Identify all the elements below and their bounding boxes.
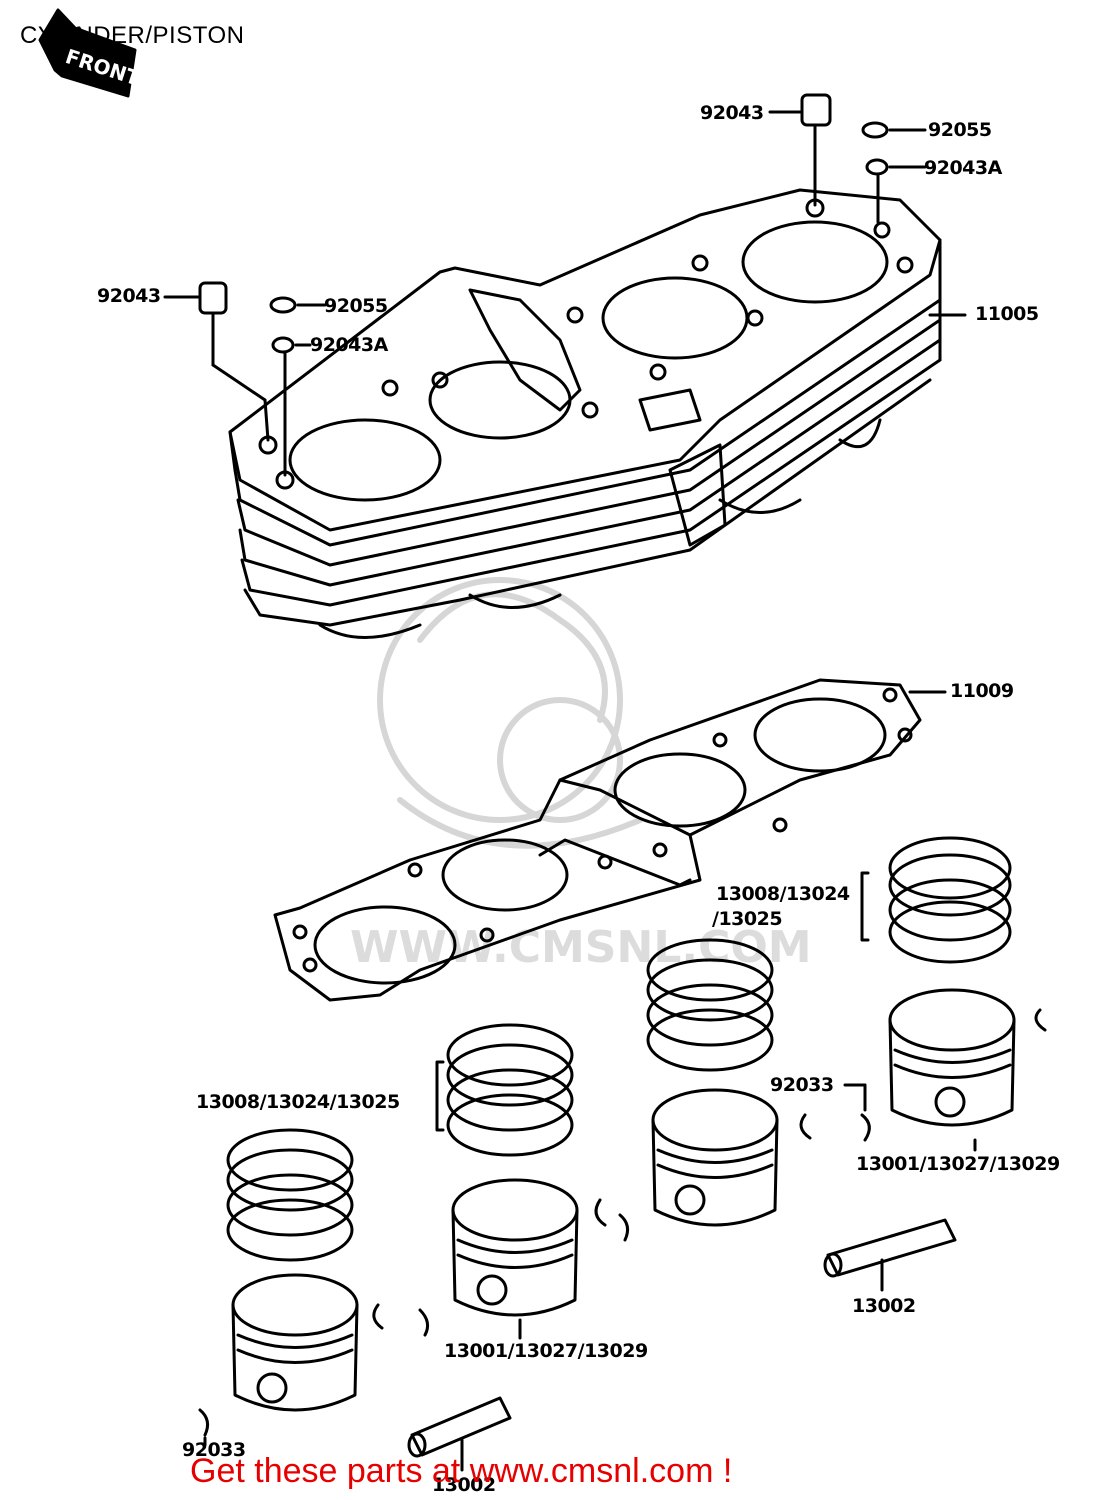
- label-clip-left: 92033: [182, 1439, 246, 1461]
- watermark-logo: WWW.CMSNL.COM: [350, 577, 812, 973]
- head-gasket: [273, 678, 947, 1002]
- pistons: [231, 988, 1016, 1412]
- piston-center: [651, 1088, 779, 1227]
- label-piston-right: 13001/13027/13029: [856, 1153, 1060, 1175]
- label-rings-right-2: /13025: [712, 908, 783, 930]
- page-title: CYLINDER/PISTON: [20, 22, 245, 49]
- label-washer-right: 92055: [928, 119, 992, 141]
- label-clip-mid: 92033: [770, 1074, 834, 1096]
- label-cap-right: 92043A: [924, 157, 1002, 179]
- label-pin-right: 13002: [852, 1295, 916, 1317]
- piston-mid: [451, 1178, 579, 1317]
- ring-set-right: [860, 836, 1012, 964]
- cylinder-block: [228, 188, 942, 639]
- cylinder-fasteners: [163, 93, 967, 477]
- ring-set-mid: [435, 1023, 574, 1157]
- label-bolt-left: 92043: [97, 285, 161, 307]
- label-cylinder: 11005: [975, 303, 1039, 325]
- pin-right: [823, 1218, 957, 1292]
- label-pin-left: 13002: [432, 1474, 496, 1496]
- pin-left: [407, 1396, 512, 1472]
- leader-lines: [518, 1138, 977, 1340]
- label-washer-left: 92055: [324, 295, 388, 317]
- label-gasket: 11009: [950, 680, 1014, 702]
- label-cap-left: 92043A: [310, 334, 388, 356]
- label-bolt-right: 92043: [700, 102, 764, 124]
- circlips: [198, 1008, 1047, 1447]
- ring-set-center: [646, 938, 774, 1072]
- front-arrow-icon: FRONT: [38, 8, 143, 98]
- watermark-text: WWW.CMSNL.COM: [350, 922, 812, 973]
- label-rings-right-1: 13008/13024: [716, 883, 850, 905]
- piston-right: [888, 988, 1016, 1127]
- label-piston-mid: 13001/13027/13029: [444, 1340, 648, 1362]
- ring-set-left: [226, 1128, 354, 1262]
- label-rings-mid: 13008/13024/13025: [196, 1091, 400, 1113]
- piston-left: [231, 1273, 359, 1412]
- piston-rings: [226, 836, 1012, 1262]
- piston-pins: [407, 1218, 957, 1472]
- footer-link[interactable]: Get these parts at www.cmsnl.com !: [190, 1452, 733, 1490]
